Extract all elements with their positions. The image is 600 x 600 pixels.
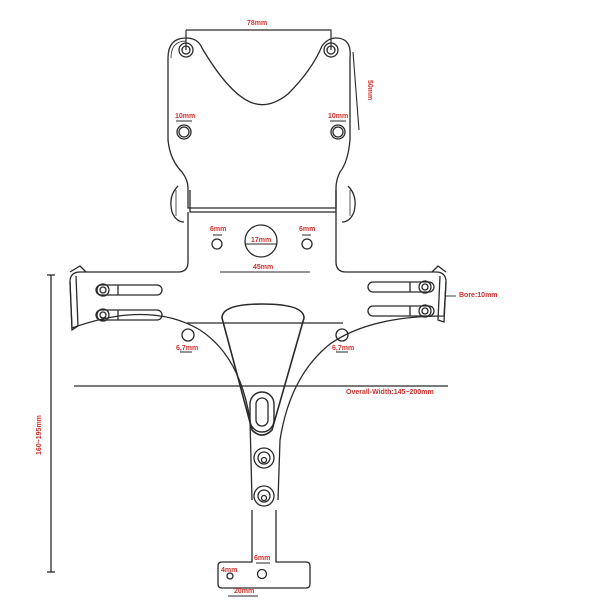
label-top-left-10mm: 10mm	[175, 113, 196, 120]
label-45mm: 45mm	[253, 264, 274, 271]
hinge	[170, 185, 356, 223]
label-overall-height: 160~195mm	[36, 415, 43, 455]
label-bore-10mm: Bore:10mm	[459, 292, 498, 299]
label-mid-left-6mm: 6mm	[210, 226, 227, 233]
label-bottom-6mm: 6mm	[254, 555, 271, 562]
label-mid-right-6mm: 6mm	[299, 226, 316, 233]
label-lower-right-6-7mm: 6,7mm	[332, 345, 355, 352]
label-20mm: 20mm	[234, 588, 255, 595]
label-78mm: 78mm	[247, 20, 268, 27]
label-17mm: 17mm	[251, 237, 272, 244]
label-lower-left-6-7mm: 6,7mm	[176, 345, 199, 352]
label-50mm: 50mm	[366, 80, 373, 101]
label-overall-width: Overall-Width:145~200mm	[346, 389, 434, 396]
dim-line-78mm	[185, 29, 332, 50]
main-body	[69, 212, 456, 501]
mid-holes	[187, 224, 343, 324]
top-plate	[167, 37, 351, 209]
label-top-right-10mm: 10mm	[328, 113, 349, 120]
label-4mm: 4mm	[221, 567, 238, 574]
